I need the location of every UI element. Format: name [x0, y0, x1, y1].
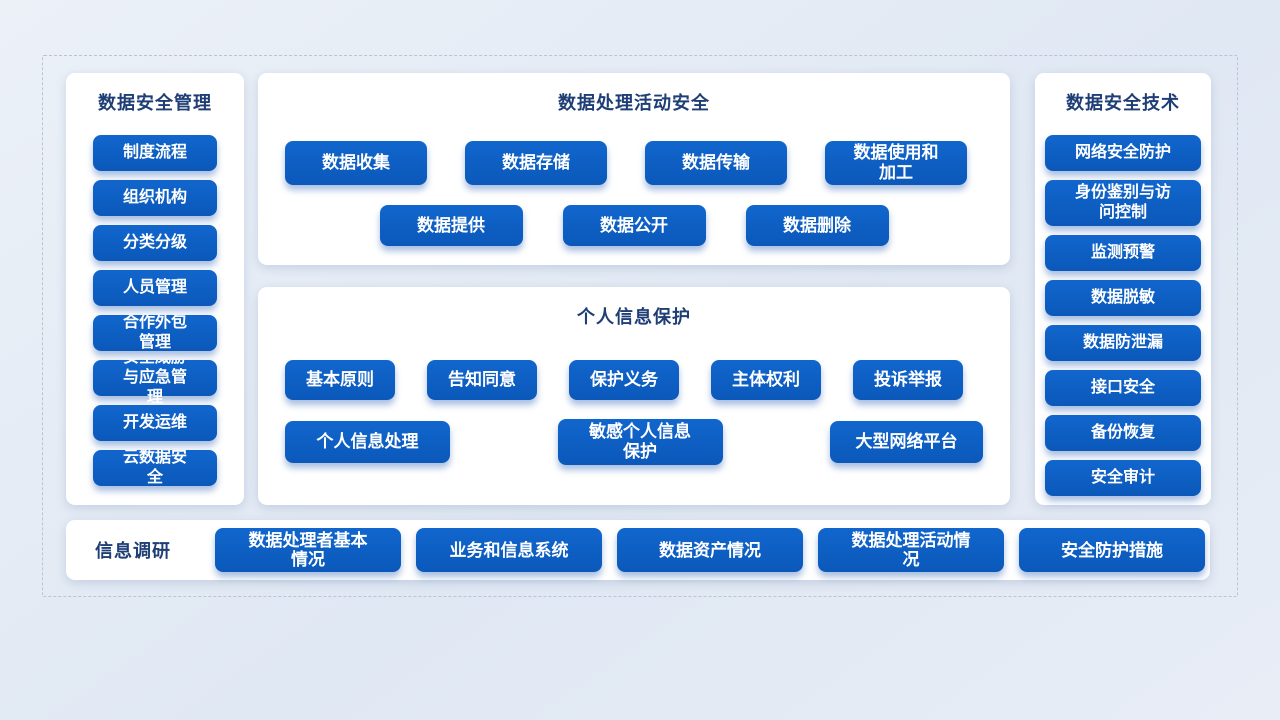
technology-item-0: 网络安全防护	[1045, 135, 1201, 171]
privacy-item-6: 敏感个人信息 保护	[557, 419, 723, 465]
management-item-1: 组织机构	[93, 180, 217, 216]
management-item-3: 人员管理	[93, 270, 217, 306]
management-item-6: 开发运维	[93, 405, 217, 441]
management-item-5: 安全威胁 与应急管 理	[93, 349, 217, 406]
activities-row-2: 数据提供 数据公开 数据删除	[258, 205, 1010, 246]
activities-row-1: 数据收集 数据存储 数据传输 数据使用和 加工	[285, 141, 983, 185]
activity-item-2: 数据传输	[645, 141, 787, 185]
technology-item-1: 身份鉴别与访 问控制	[1045, 180, 1201, 226]
panel-personal-information-protection: 个人信息保护 基本原则 告知同意 保护义务 主体权利 投诉举报 个人信息处理 敏…	[258, 287, 1010, 505]
panel-title-personal-information-protection: 个人信息保护	[577, 307, 691, 327]
activity-item-4: 数据提供	[379, 205, 523, 246]
survey-item-4: 安全防护措施	[1019, 528, 1205, 572]
privacy-item-1: 告知同意	[427, 360, 537, 400]
management-item-7: 云数据安 全	[93, 449, 217, 486]
survey-item-3: 数据处理活动情 况	[818, 528, 1004, 572]
activity-item-3: 数据使用和 加工	[825, 141, 967, 185]
privacy-item-7: 大型网络平台	[830, 421, 983, 463]
management-item-4: 合作外包 管理	[93, 314, 217, 351]
dashed-outer-frame	[42, 55, 1238, 597]
privacy-item-2: 保护义务	[569, 360, 679, 400]
panel-information-survey: 信息调研 数据处理者基本 情况 业务和信息系统 数据资产情况 数据处理活动情 况…	[66, 520, 1210, 580]
survey-item-0: 数据处理者基本 情况	[215, 528, 401, 572]
panel-data-security-management: 数据安全管理 制度流程 组织机构 分类分级 人员管理 合作外包 管理 安全威胁 …	[66, 73, 244, 505]
privacy-item-3: 主体权利	[711, 360, 821, 400]
management-item-list: 制度流程 组织机构 分类分级 人员管理 合作外包 管理 安全威胁 与应急管 理 …	[66, 135, 244, 486]
privacy-item-4: 投诉举报	[853, 360, 963, 400]
privacy-item-5: 个人信息处理	[285, 421, 450, 463]
technology-item-3: 数据脱敏	[1045, 280, 1201, 316]
management-item-0: 制度流程	[93, 135, 217, 171]
panel-title-data-security-management: 数据安全管理	[98, 93, 212, 113]
panel-title-data-processing-activity-security: 数据处理活动安全	[558, 93, 710, 113]
technology-item-list: 网络安全防护 身份鉴别与访 问控制 监测预警 数据脱敏 数据防泄漏 接口安全 备…	[1035, 135, 1211, 496]
privacy-item-0: 基本原则	[285, 360, 395, 400]
survey-item-2: 数据资产情况	[617, 528, 803, 572]
panel-title-data-security-technology: 数据安全技术	[1066, 93, 1180, 113]
survey-item-1: 业务和信息系统	[416, 528, 602, 572]
technology-item-6: 备份恢复	[1045, 415, 1201, 451]
technology-item-5: 接口安全	[1045, 370, 1201, 406]
privacy-row-1: 基本原则 告知同意 保护义务 主体权利 投诉举报	[285, 360, 983, 400]
technology-item-2: 监测预警	[1045, 235, 1201, 271]
panel-data-processing-activity-security: 数据处理活动安全 数据收集 数据存储 数据传输 数据使用和 加工 数据提供 数据…	[258, 73, 1010, 265]
panel-data-security-technology: 数据安全技术 网络安全防护 身份鉴别与访 问控制 监测预警 数据脱敏 数据防泄漏…	[1035, 73, 1211, 505]
privacy-row-2: 个人信息处理 敏感个人信息 保护 大型网络平台	[285, 419, 983, 465]
panel-title-information-survey: 信息调研	[95, 541, 171, 561]
management-item-2: 分类分级	[93, 225, 217, 261]
activity-item-1: 数据存储	[465, 141, 607, 185]
activity-item-0: 数据收集	[285, 141, 427, 185]
technology-item-4: 数据防泄漏	[1045, 325, 1201, 361]
activity-item-6: 数据删除	[745, 205, 889, 246]
technology-item-7: 安全审计	[1045, 460, 1201, 496]
activity-item-5: 数据公开	[562, 205, 706, 246]
